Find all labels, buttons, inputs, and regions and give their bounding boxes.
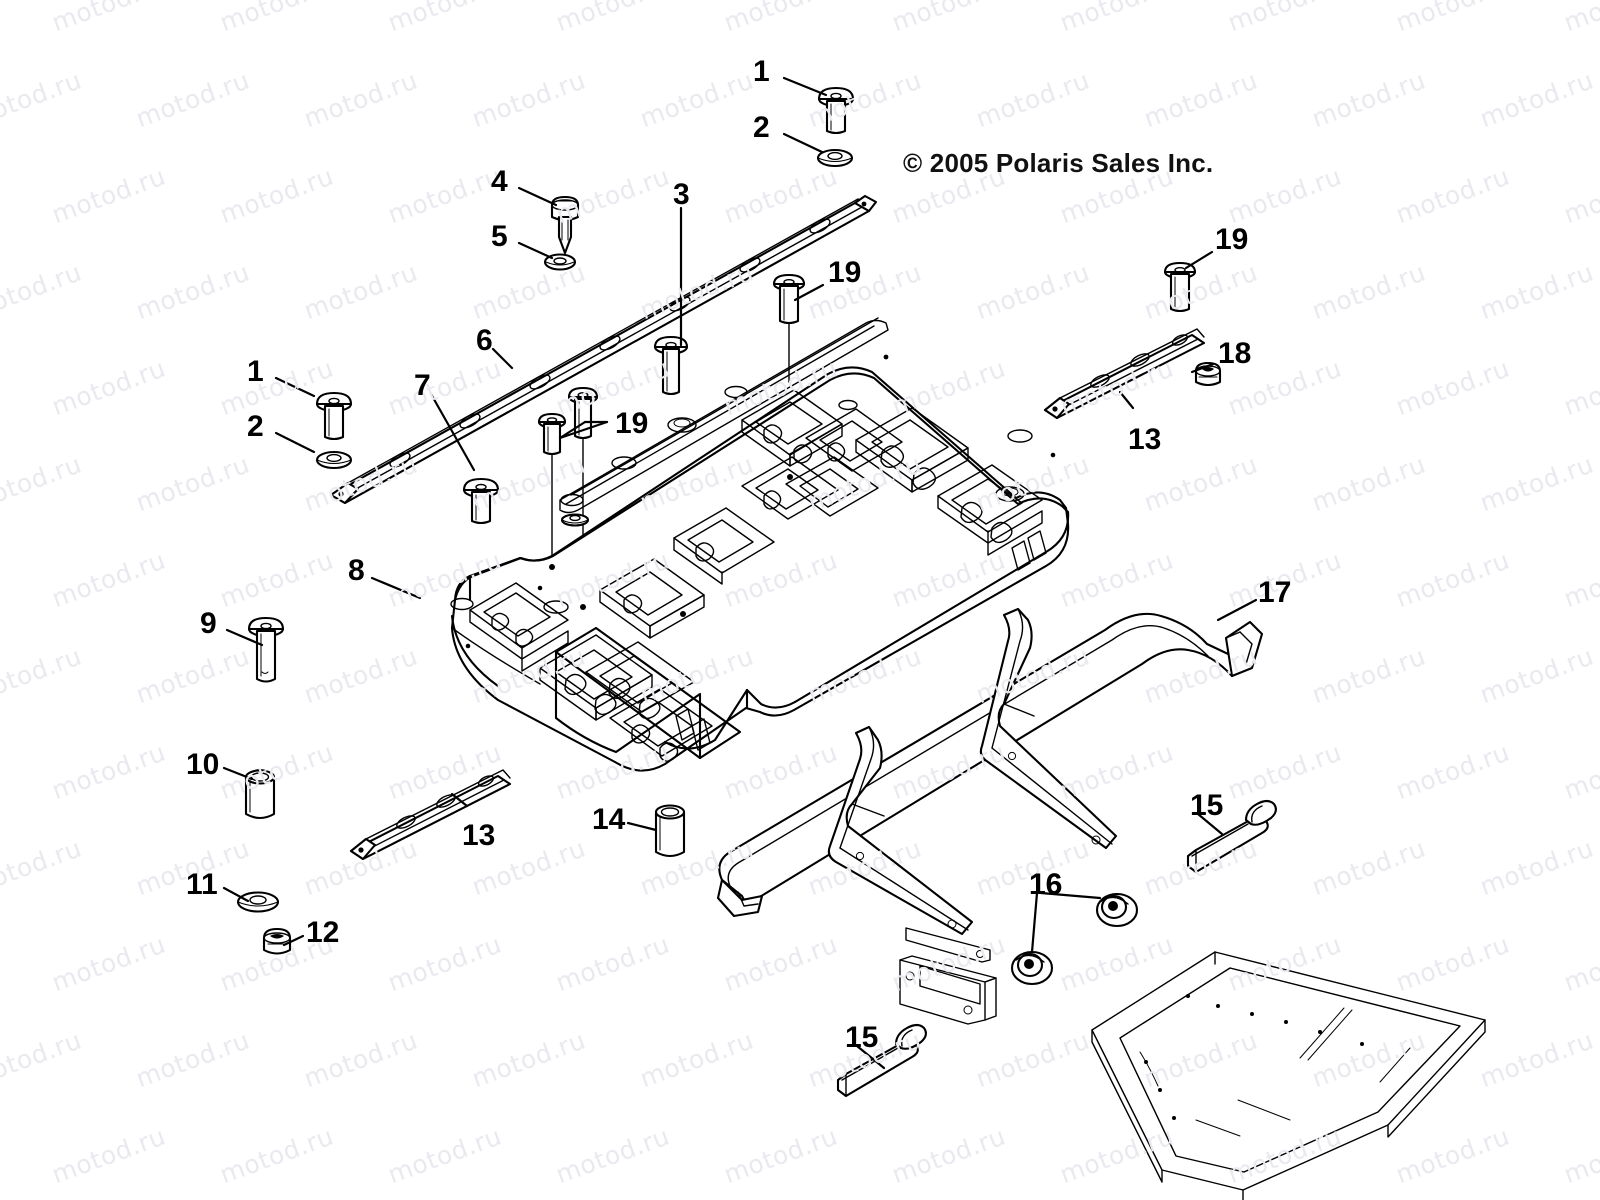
callout-number-4: 4 [491,165,508,198]
part-4-hex-head-tapping-screw [550,195,580,255]
part-19-shoulder-bolt-a [772,273,806,383]
callout-number-6: 6 [476,324,493,357]
callout-number-9: 9 [200,607,217,640]
part-11-flat-washer-large [236,891,280,913]
callout-number-10: 10 [186,748,220,781]
part-15-hex-flange-bolt-right [1186,799,1277,874]
callout-number-11: 11 [186,868,218,901]
callout-number-14: 14 [592,803,626,836]
callout-number-13: 13 [1128,423,1162,456]
callout-number-16: 16 [1029,868,1063,901]
part-19-shoulder-bolt-c [1163,261,1197,313]
part-7-button-head-bolt [462,477,500,525]
part-19-shoulder-bolt-d [560,513,590,527]
part-13-mounting-strap-right [1043,328,1206,420]
copyright-notice: © 2005 Polaris Sales Inc. [903,148,1214,178]
part-3-long-screw [653,335,689,396]
callout-number-7: 7 [414,369,431,402]
mounting-plate-reference [899,927,997,1025]
callout-number-18: 18 [1218,337,1252,370]
part-13-mounting-strap-left [349,769,512,861]
callout-leader-lines [222,76,1258,1070]
callout-number-17: 17 [1258,576,1292,609]
callout-number-1: 1 [247,355,264,388]
part-16-flange-lock-nut-a [1095,892,1139,928]
callout-number-19: 19 [1215,223,1249,256]
callout-number-8: 8 [348,554,365,587]
callout-number-13: 13 [462,819,496,852]
part-8-rear-rack-body [450,317,1070,772]
callout-number-19: 19 [615,407,649,440]
callout-number-3: 3 [673,178,690,211]
part-17-rear-bumper-bar [716,607,1264,936]
callout-number-2: 2 [247,410,264,443]
callout-number-2: 2 [753,111,770,144]
callout-number-16: 16 [1029,868,1063,901]
part-2-flat-washer-left [315,450,353,470]
part-12-lock-nut [262,927,292,955]
chassis-frame-reference [1091,951,1486,1200]
part-14-spacer-tube [654,804,686,858]
callout-number-15: 15 [1190,789,1224,822]
part-15-hex-flange-bolt-bottom [836,1023,927,1098]
part-1-button-head-screw-top [817,86,855,135]
part-2-flat-washer-top [816,148,854,168]
part-16-flange-lock-nut-b [1010,950,1054,986]
callout-number-5: 5 [491,220,508,253]
callout-number-12: 12 [306,916,340,949]
callout-number-19: 19 [828,256,862,289]
part-10-spacer-bushing [244,769,276,820]
part-1-button-head-screw-left [315,391,353,441]
callout-number-1: 1 [753,55,770,88]
callout-number-15: 15 [845,1021,879,1054]
